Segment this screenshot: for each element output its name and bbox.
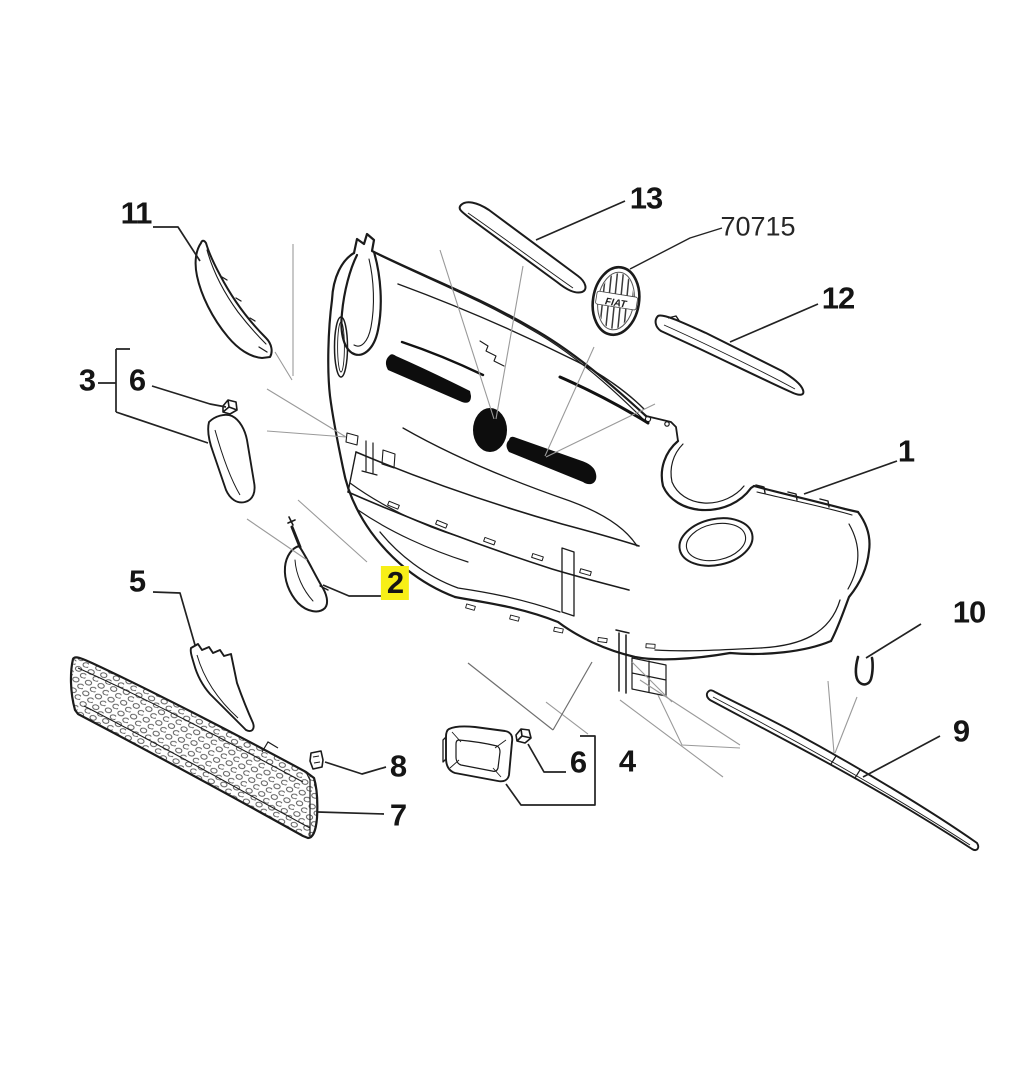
bumper-body	[327, 232, 871, 697]
part-13-upper-trim-strip	[458, 201, 587, 294]
part-2-tow-hook-cover	[283, 516, 329, 613]
pointer-wedge-lines	[467, 661, 593, 731]
part-4-fog-bezel	[442, 725, 514, 783]
part-11-side-trim	[194, 239, 273, 359]
fiat-badge-text: FIAT	[604, 296, 628, 310]
part-10-u-clip	[854, 655, 874, 686]
part-8-clip	[309, 750, 324, 770]
part-12-trim-strip	[654, 314, 805, 396]
part-9-lower-trim-strip	[705, 689, 980, 851]
part-6-clip-upper	[222, 399, 238, 415]
part-6-clip-lower	[515, 728, 532, 744]
part-7-mesh-grille	[69, 656, 319, 840]
part-5-bracket-panel	[189, 643, 255, 732]
leader-lines	[98, 200, 941, 815]
fiat-badge: FIAT	[591, 265, 641, 337]
part-3-washer-cover	[207, 413, 256, 504]
grille-insert-strips	[385, 354, 597, 485]
reference-lines	[246, 244, 858, 778]
